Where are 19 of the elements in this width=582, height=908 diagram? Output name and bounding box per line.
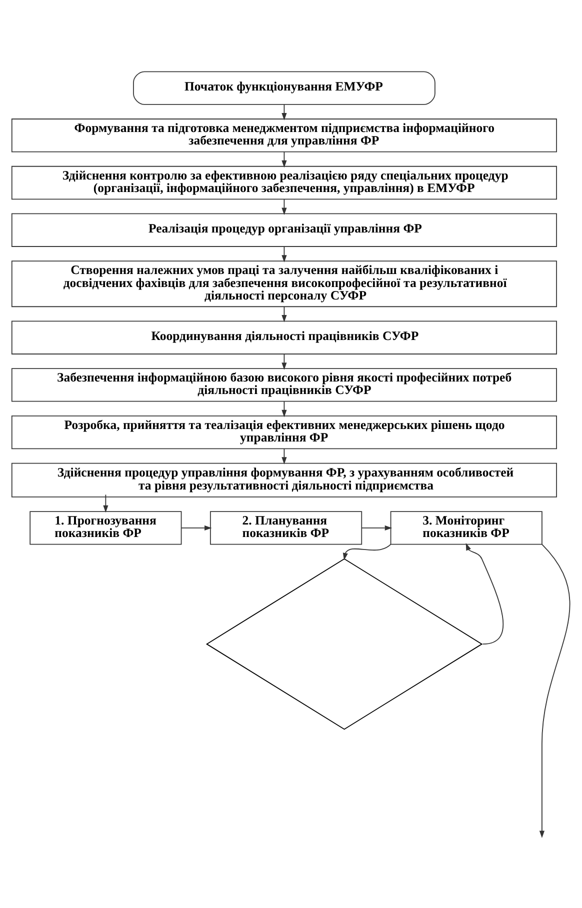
node-box: Забезпечення інформаційною базою високого рівня якості професійних потреб діяльності працівників СУФР — [11, 368, 557, 402]
arrow — [180, 524, 212, 530]
node-box: Здійснення процедур управління формування ФР, з урахуванням особливостей та рівня результативності діяльності підприємства — [11, 462, 557, 497]
arrow — [103, 494, 108, 512]
arrow — [539, 543, 570, 838]
node-diamond — [206, 558, 483, 730]
node-box: Здійснення контролю за ефективною реалізацією ряду спеціальних процедур (організації, інформаційного забезпечення, управління) в ЕМУФР — [11, 165, 557, 200]
arrow — [361, 524, 392, 530]
node-box: Початок функціонування ЕМУФР — [133, 70, 436, 104]
node-box: Координування діяльності працівників СУФР — [11, 320, 557, 354]
node-box: 2. Планування показників ФР — [210, 510, 362, 544]
node-box: Розробка, прийняття та теалізація ефективних менеджерських рішень щодо управління ФР — [11, 414, 557, 449]
node-box: Створення належних умов праці та залучення найбільш кваліфікованих і досвідчених фахівців для забезпечення високопрофесійної та результативної діяльності персоналу СУФР — [11, 260, 557, 307]
arrow — [342, 543, 392, 560]
node-box: Реалізація процедур організації управління ФР — [11, 212, 557, 246]
node-box: Формування та підготовка менеджментом підприємства інформаційного забезпечення для управління ФР — [11, 118, 557, 152]
arrow — [466, 542, 504, 644]
node-box: 3. Моніторинг показників ФР — [390, 510, 542, 544]
node-box: 1. Прогнозування показників ФР — [30, 510, 182, 544]
